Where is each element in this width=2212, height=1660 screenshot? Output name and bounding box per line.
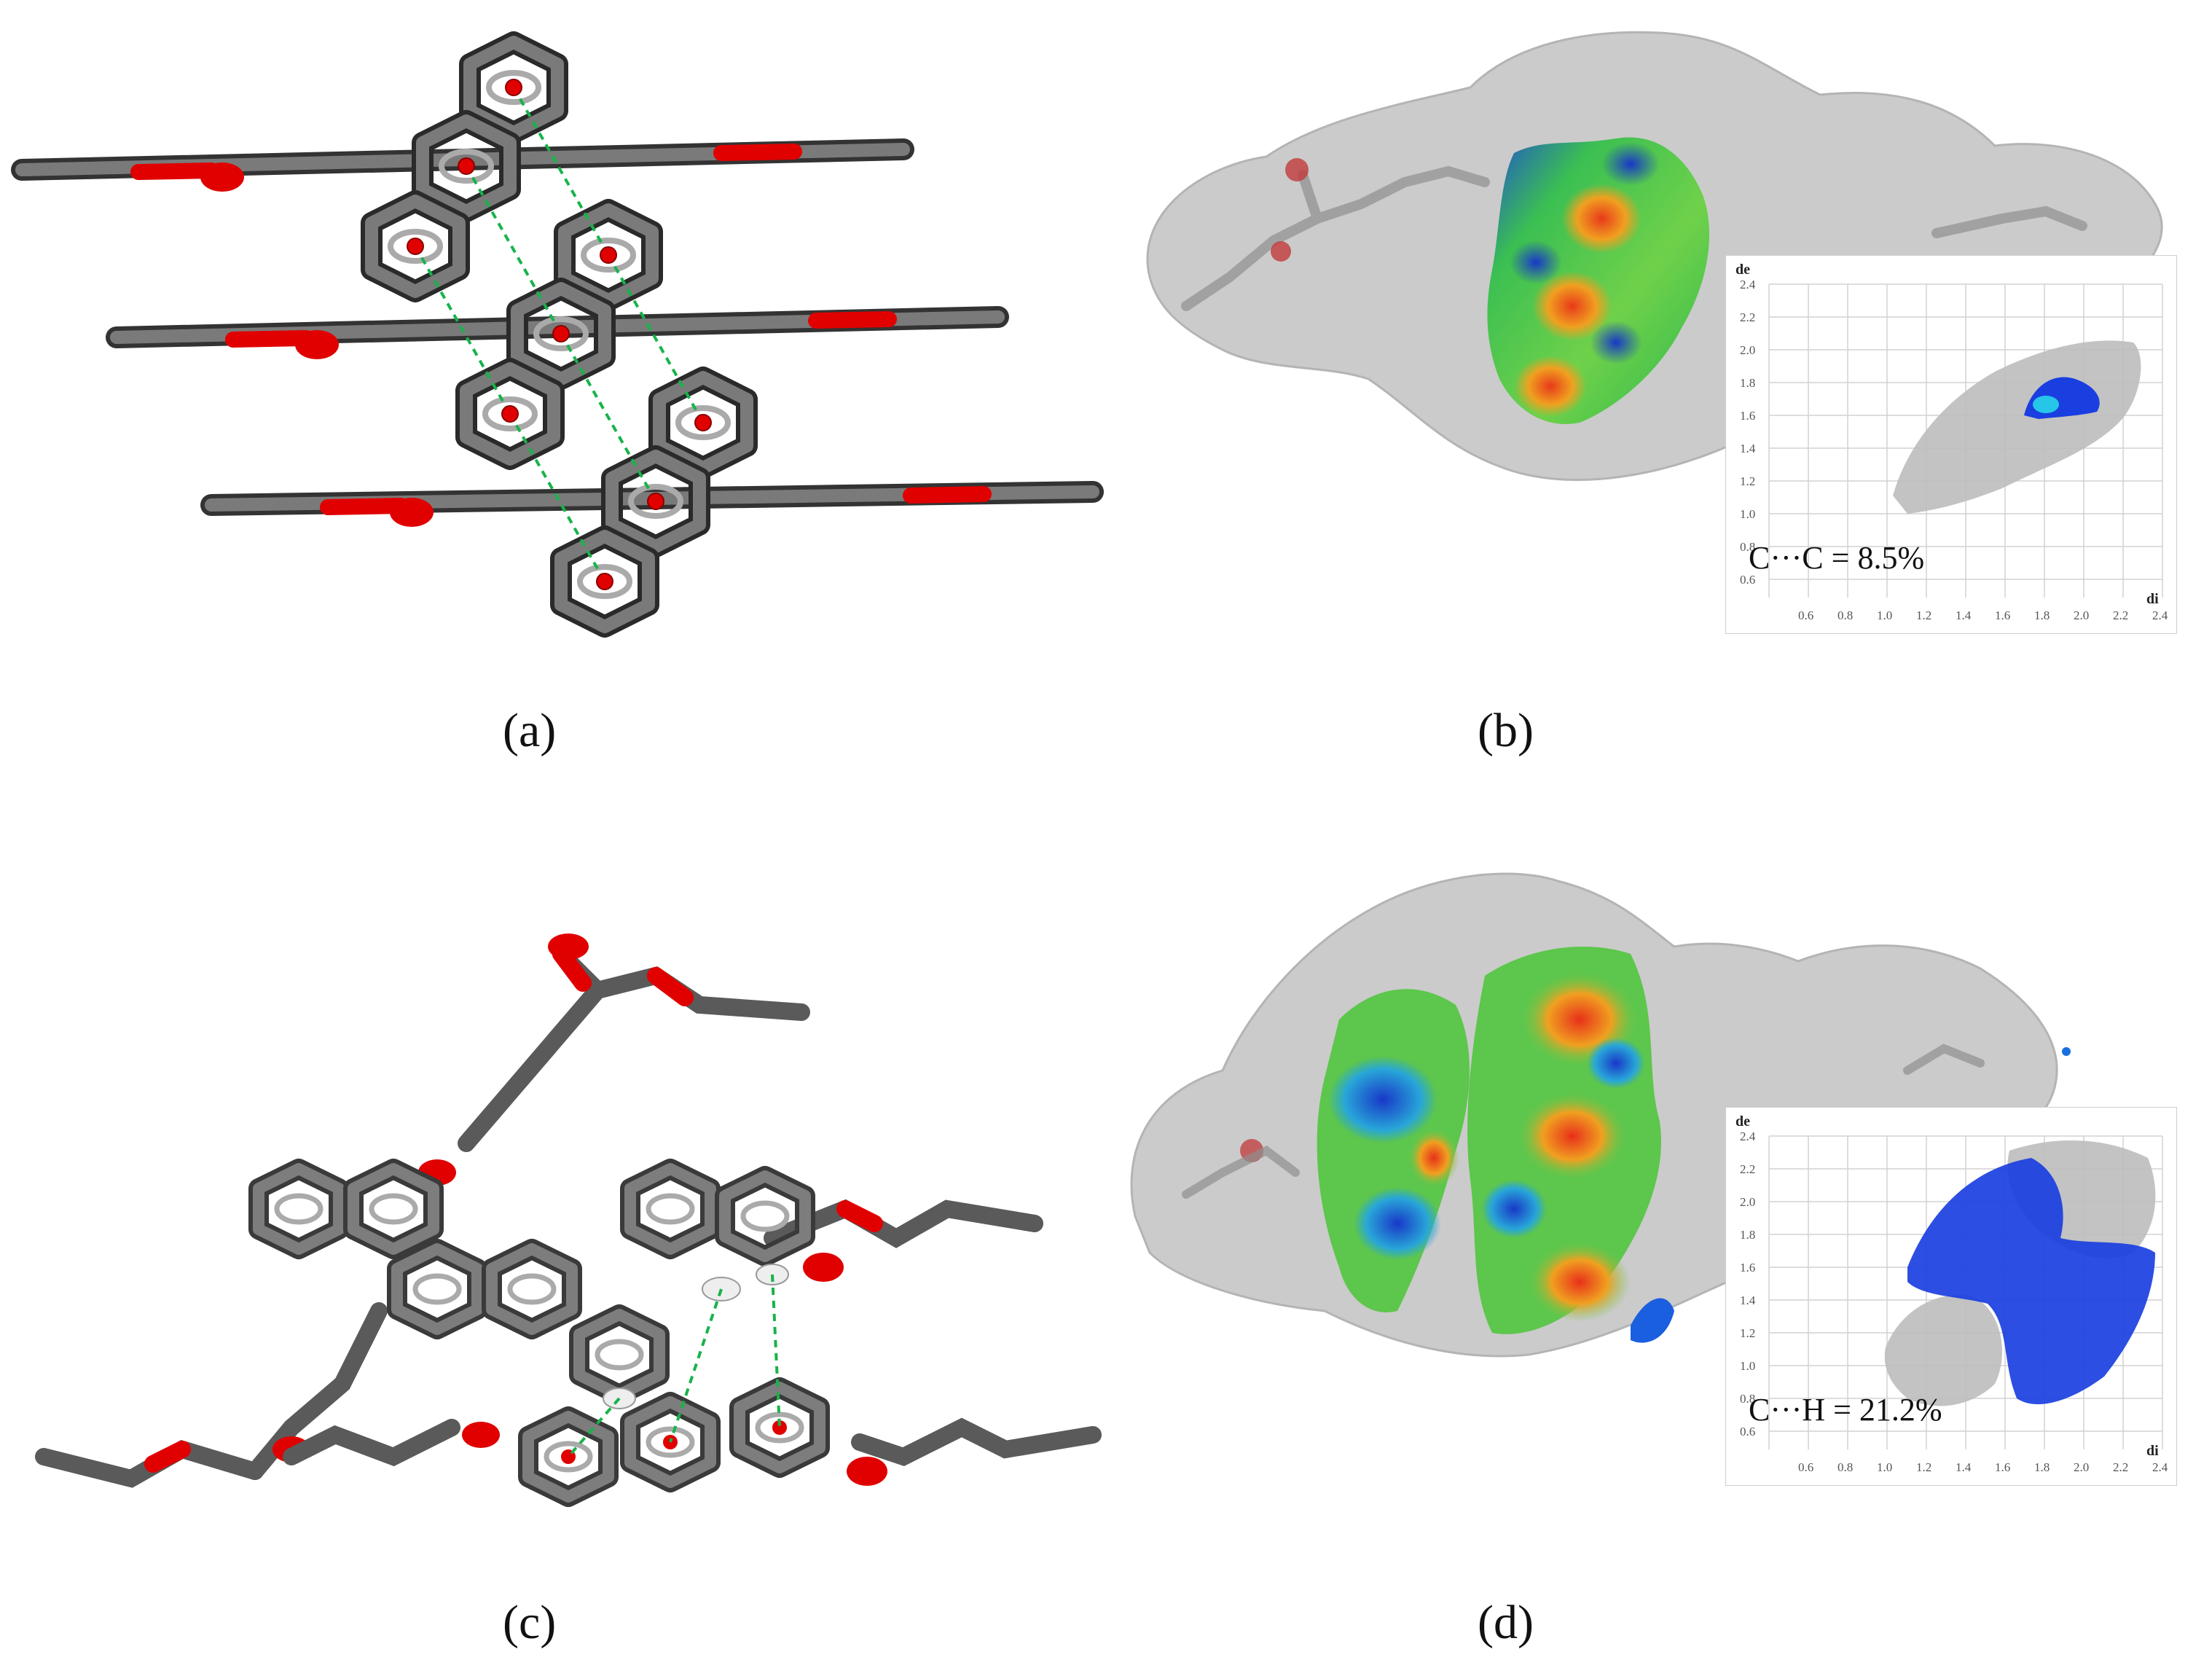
upper-molecule	[35, 933, 1043, 1488]
svg-text:2.4: 2.4	[2152, 608, 2168, 622]
ch-pi-contacts	[567, 1274, 781, 1458]
hirshfeld-surface-d	[1130, 872, 2071, 1358]
svg-text:0.8: 0.8	[1740, 1392, 1755, 1406]
fingerprint-x-axis-label-b: di	[2146, 591, 2159, 607]
fingerprint-blue-region-d	[1907, 1158, 2155, 1405]
fingerprint-contact-label-b: C···C = 8.5%	[1749, 540, 1924, 576]
svg-text:1.8: 1.8	[2034, 608, 2050, 622]
svg-text:2.0: 2.0	[1740, 343, 1755, 357]
svg-text:1.6: 1.6	[1740, 409, 1755, 423]
svg-text:2.2: 2.2	[1740, 310, 1755, 324]
molecule-ghost-d	[1182, 1044, 1985, 1199]
svg-text:1.6: 1.6	[1740, 1261, 1755, 1275]
hirshfeld-surface-b	[1146, 31, 2163, 481]
panel-b: 2.4 2.2 2.0 1.8 1.6 1.4 1.2 1.0 0.8 0.6 …	[1106, 0, 2212, 830]
fingerprint-y-ticks-d: 2.4 2.2 2.0 1.8 1.6 1.4 1.2 1.0 0.8 0.6	[1740, 1129, 1756, 1438]
ch-pi-figure	[35, 933, 1102, 1588]
svg-text:1.4: 1.4	[1740, 442, 1756, 455]
svg-text:0.8: 0.8	[1838, 608, 1853, 622]
svg-text:1.0: 1.0	[1740, 507, 1755, 521]
dnorm-patch-edge	[1631, 1298, 1674, 1343]
svg-text:2.2: 2.2	[1740, 1162, 1755, 1176]
svg-text:1.8: 1.8	[1740, 1228, 1755, 1242]
svg-text:2.4: 2.4	[1740, 1129, 1756, 1143]
svg-text:1.4: 1.4	[1956, 1460, 1972, 1474]
svg-text:1.8: 1.8	[1740, 376, 1755, 390]
fingerprint-x-ticks-b: 0.6 0.8 1.0 1.2 1.4 1.6 1.8 2.0 2.2 2.4	[1798, 608, 2168, 622]
svg-text:1.2: 1.2	[1916, 608, 1931, 622]
lower-molecule	[283, 1387, 1102, 1497]
svg-text:1.4: 1.4	[1740, 1293, 1756, 1307]
svg-text:1.0: 1.0	[1877, 1460, 1892, 1474]
svg-text:1.2: 1.2	[1740, 1326, 1755, 1340]
panel-c: (c)	[0, 830, 1106, 1660]
svg-text:2.2: 2.2	[2113, 1460, 2128, 1474]
svg-text:2.2: 2.2	[2113, 608, 2128, 622]
pi-pi-contacts	[414, 87, 705, 582]
svg-text:1.6: 1.6	[1995, 1460, 2010, 1474]
svg-text:1.8: 1.8	[2034, 1460, 2050, 1474]
svg-text:2.4: 2.4	[1740, 278, 1756, 291]
caption-c: (c)	[503, 1596, 557, 1649]
svg-text:1.0: 1.0	[1740, 1359, 1755, 1373]
fingerprint-contact-label-d: C···H = 21.2%	[1749, 1392, 1942, 1428]
fingerprint-plot-d: 2.4 2.2 2.0 1.8 1.6 1.4 1.2 1.0 0.8 0.6 …	[1725, 1107, 2177, 1486]
fingerprint-y-axis-label-b: de	[1736, 262, 1750, 278]
molecule-ghost	[1181, 165, 2087, 311]
panel-a: (a)	[0, 0, 1106, 830]
pi-stacking-figure	[11, 0, 1104, 700]
fingerprint-gray-lower-d	[1884, 1295, 2002, 1406]
svg-text:2.0: 2.0	[2074, 608, 2089, 622]
svg-text:0.8: 0.8	[1838, 1460, 1853, 1474]
svg-text:1.6: 1.6	[1995, 608, 2010, 622]
svg-text:1.0: 1.0	[1877, 608, 1892, 622]
svg-text:0.6: 0.6	[1740, 573, 1755, 587]
svg-text:1.2: 1.2	[1740, 474, 1755, 488]
fingerprint-y-ticks-b: 2.4 2.2 2.0 1.8 1.6 1.4 1.2 1.0 0.8 0.6	[1740, 278, 1756, 587]
svg-text:1.2: 1.2	[1916, 1460, 1931, 1474]
caption-a: (a)	[503, 704, 557, 757]
svg-text:0.6: 0.6	[1798, 1460, 1813, 1474]
svg-text:2.0: 2.0	[1740, 1195, 1755, 1209]
fingerprint-x-axis-label-d: di	[2146, 1443, 2159, 1459]
svg-text:2.0: 2.0	[2074, 1460, 2089, 1474]
svg-text:0.6: 0.6	[1798, 608, 1813, 622]
caption-b: (b)	[1478, 704, 1534, 757]
panel-d: 2.4 2.2 2.0 1.8 1.6 1.4 1.2 1.0 0.8 0.6 …	[1106, 830, 2212, 1660]
svg-text:1.4: 1.4	[1956, 608, 1972, 622]
caption-d: (d)	[1478, 1596, 1534, 1649]
fingerprint-y-axis-label-d: de	[1736, 1113, 1750, 1129]
fingerprint-plot-b: 2.4 2.2 2.0 1.8 1.6 1.4 1.2 1.0 0.8 0.6 …	[1725, 255, 2177, 634]
svg-text:0.8: 0.8	[1740, 540, 1755, 554]
svg-text:2.4: 2.4	[2152, 1460, 2168, 1474]
svg-text:0.6: 0.6	[1740, 1425, 1755, 1438]
fingerprint-x-ticks-d: 0.6 0.8 1.0 1.2 1.4 1.6 1.8 2.0 2.2 2.4	[1798, 1460, 2168, 1474]
